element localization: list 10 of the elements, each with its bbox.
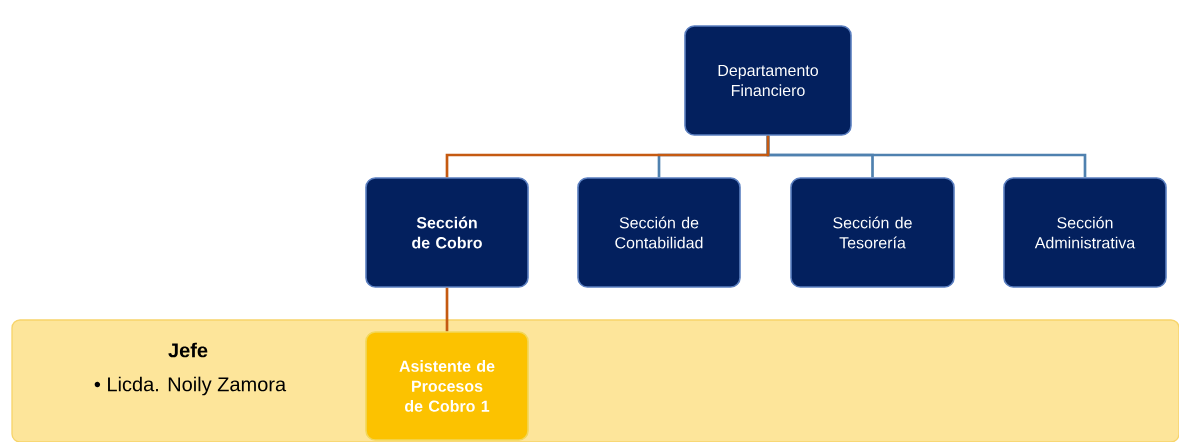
connector-line <box>445 287 449 332</box>
list-item: • Licda. Noily Zamora <box>94 376 287 396</box>
connector-line <box>445 135 770 178</box>
org-box: Asistente de Procesos de Cobro 1 <box>365 331 529 441</box>
org-box: Sección Administrativa <box>1003 177 1167 288</box>
org-box: Sección de Contabilidad <box>577 177 741 288</box>
heading: Jefe <box>168 342 208 358</box>
org-box: Sección de Cobro <box>365 177 529 288</box>
org-box: Sección de Tesorería <box>790 177 955 288</box>
org-box: Departamento Financiero <box>684 25 852 136</box>
